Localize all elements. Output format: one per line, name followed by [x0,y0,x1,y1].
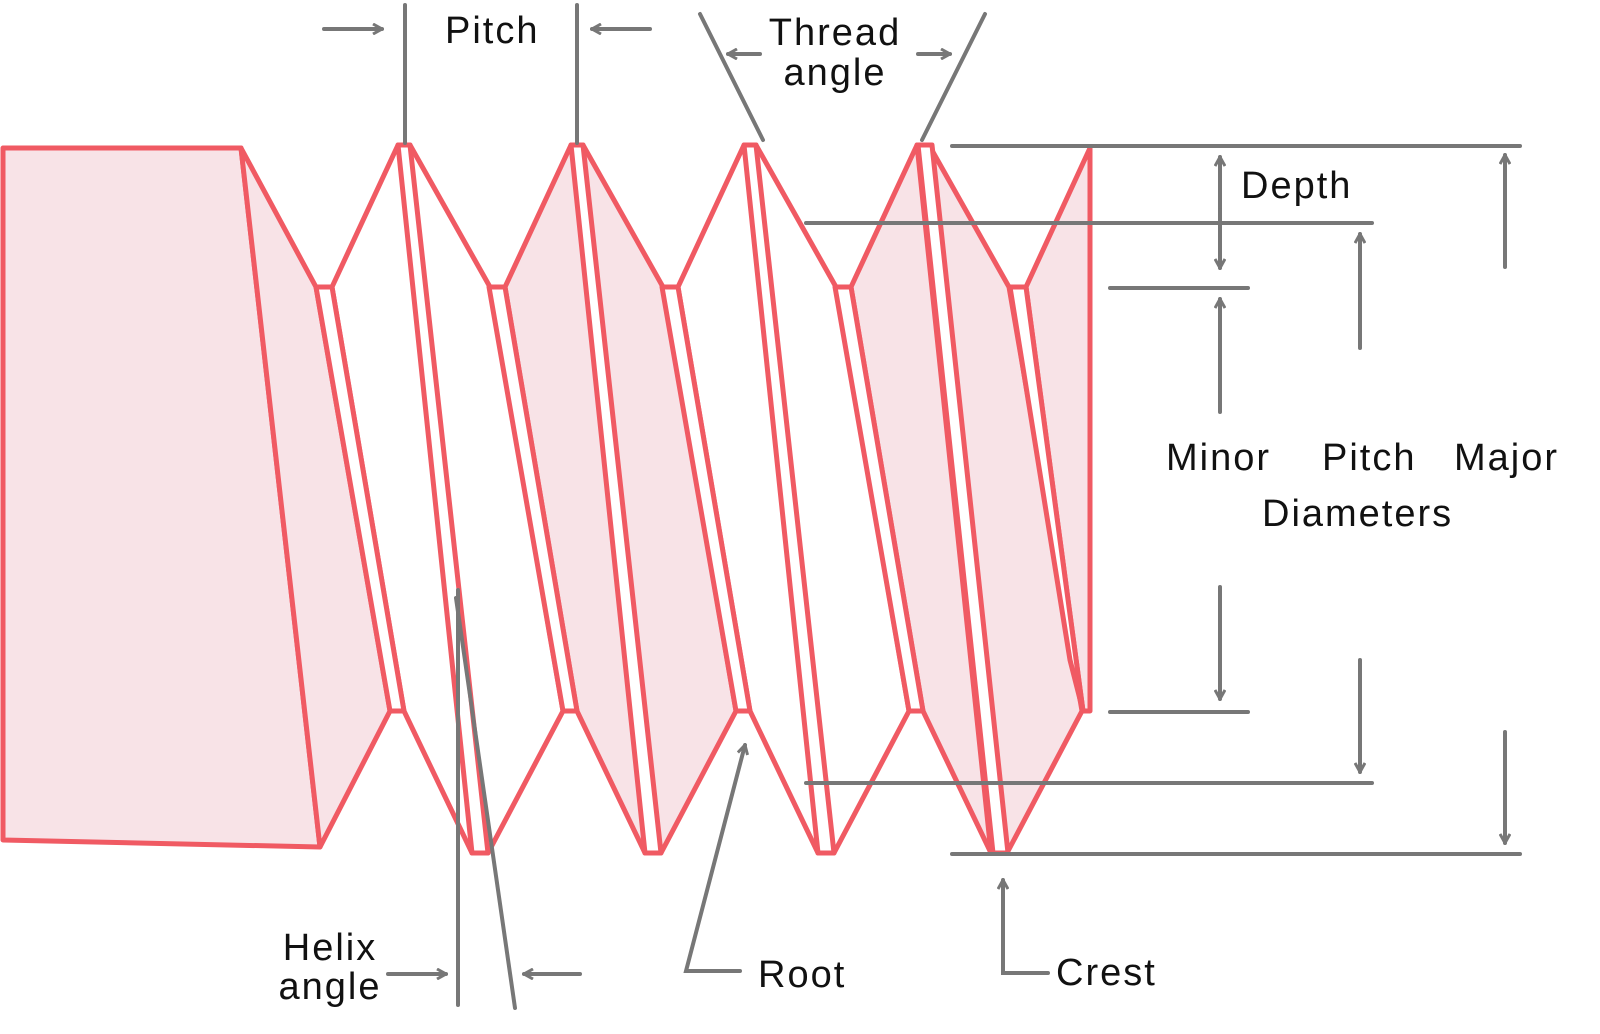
crest-leader [1003,878,1050,975]
crest-band [568,142,664,856]
root-leader [683,745,745,973]
thread-angle-line-right [920,12,987,142]
thread-angle-label-2: angle [783,52,887,94]
root-band [659,284,753,714]
major-label: Major [1454,437,1560,479]
pitch-diameter-label: Pitch [1322,437,1417,479]
depth-label: Depth [1241,165,1353,207]
crest-band [741,142,837,856]
root-band [313,284,407,714]
root-band [486,284,580,714]
thread-body [0,142,1093,856]
helix-label-1: Helix [282,927,378,969]
thread-angle-label-1: Thread [768,12,902,54]
crest-label: Crest [1056,952,1157,994]
root-band [1007,284,1086,714]
root-band [832,284,926,714]
pitch-label: Pitch [445,10,540,52]
annotations [322,3,1522,1010]
minor-label: Minor [1166,437,1272,479]
root-label: Root [758,954,847,996]
diameters-label: Diameters [1262,493,1454,535]
helix-label-2: angle [278,966,382,1008]
helix-slanted-line [454,596,517,1010]
thread-angle-line-left [698,12,765,142]
